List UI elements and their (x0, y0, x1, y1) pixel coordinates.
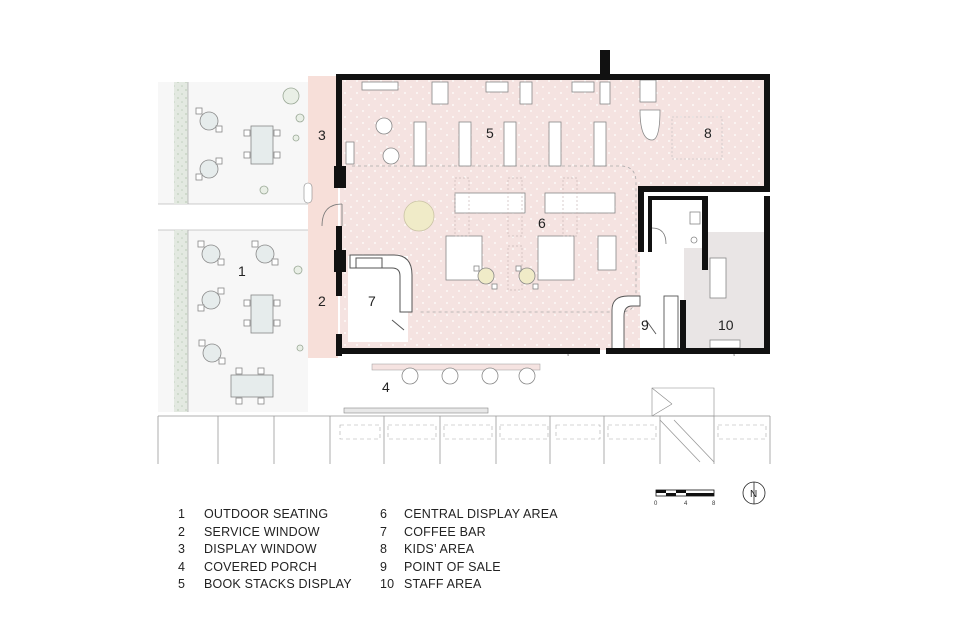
outdoor-seating-area (158, 82, 308, 412)
chair-icon (257, 397, 265, 405)
scale-tick-label: 4 (684, 501, 688, 507)
chair-icon (243, 299, 251, 307)
chair-icon (195, 107, 203, 115)
legend-number: 1 (178, 507, 186, 521)
covered-porch (340, 356, 770, 417)
legend-number: 2 (178, 524, 186, 539)
table-icon (199, 159, 219, 179)
scale-tick-label: 0 (654, 501, 658, 507)
outdoor-furniture (195, 87, 305, 405)
chair-icon (197, 240, 205, 248)
room-number: 9 (641, 317, 649, 333)
chair-icon (235, 367, 243, 375)
legend-item: 5 BOOK STACKS DISPLAY (178, 576, 352, 594)
table-icon (230, 374, 274, 398)
chair-icon (243, 151, 251, 159)
legend-item: 2 SERVICE WINDOW (178, 524, 352, 542)
chair-icon (273, 129, 281, 137)
legend-label: DISPLAY WINDOW (204, 542, 317, 557)
table-icon (201, 290, 221, 310)
legend-label: KIDS’ AREA (404, 542, 475, 557)
book-stacks (345, 81, 611, 167)
scale-tick-label: 8 (712, 501, 716, 507)
point-of-sale-counter (611, 295, 679, 351)
legend-number: 5 (178, 577, 186, 592)
legend-item: 9 POINT OF SALE (380, 559, 558, 577)
legend-item: 7 COFFEE BAR (380, 524, 558, 542)
chair-icon (243, 129, 251, 137)
legend-item: 10 STAFF AREA (380, 576, 558, 594)
chair-icon (273, 299, 281, 307)
legend-label: CENTRAL DISPLAY AREA (404, 507, 558, 521)
room-number: 2 (318, 293, 326, 309)
chair-icon (235, 397, 243, 405)
table-icon (250, 125, 274, 165)
staff-furniture (689, 211, 741, 349)
room-number: 7 (368, 293, 376, 309)
table-icon (255, 244, 275, 264)
table-icon (199, 111, 219, 131)
chair-icon (217, 287, 225, 295)
legend-number: 3 (178, 542, 186, 557)
chair-icon (215, 125, 223, 133)
legend-number: 9 (380, 559, 388, 574)
chair-icon (195, 173, 203, 181)
legend-item: 8 KIDS’ AREA (380, 541, 558, 559)
legend-label: COFFEE BAR (404, 524, 486, 539)
room-number: 5 (486, 125, 494, 141)
chair-icon (273, 319, 281, 327)
room-number: 6 (538, 215, 546, 231)
table-icon (201, 244, 221, 264)
legend-left: 1 OUTDOOR SEATING 2 SERVICE WINDOW 3 DISPLA… (178, 506, 352, 594)
legend-number: 10 (380, 577, 395, 592)
legend-right: 6 CENTRAL DISPLAY AREA 7 COFFEE BAR 8 KIDS’… (380, 506, 558, 594)
room-number: 1 (238, 263, 246, 279)
central-display-dashes (454, 177, 578, 291)
plant-icon (259, 87, 305, 352)
chair-icon (257, 367, 265, 375)
legend-number: 8 (380, 542, 388, 557)
chair-icon (198, 339, 206, 347)
legend-item: 3 DISPLAY WINDOW (178, 541, 352, 559)
cafe-tables (473, 265, 539, 290)
legend-label: BOOK STACKS DISPLAY (204, 577, 352, 592)
legend-label: POINT OF SALE (404, 559, 501, 574)
legend-item: 4 COVERED PORCH (178, 559, 352, 577)
chair-icon (217, 258, 225, 266)
chair-icon (243, 319, 251, 327)
table-icon (250, 294, 274, 334)
central-display-tables (403, 192, 617, 281)
legend-number: 6 (380, 507, 388, 521)
legend-number: 7 (380, 524, 388, 539)
legend-item: 1 OUTDOOR SEATING (178, 506, 352, 524)
north-arrow-icon (742, 481, 766, 505)
chair-icon (218, 357, 226, 365)
legend-label: STAFF AREA (404, 577, 482, 592)
coffee-bar-counter (349, 254, 413, 331)
chair-icon (215, 157, 223, 165)
scale-bar-icon (655, 489, 715, 497)
north-letter: N (750, 489, 757, 500)
chair-icon (271, 258, 279, 266)
kids-area (639, 79, 661, 141)
table-icon (202, 343, 222, 363)
chair-icon (251, 240, 259, 248)
lounge-chairs (375, 117, 400, 165)
legend-label: OUTDOOR SEATING (204, 507, 329, 521)
legend-label: SERVICE WINDOW (204, 524, 320, 539)
legend-number: 4 (178, 559, 186, 574)
walls (334, 50, 770, 356)
chair-icon (197, 304, 205, 312)
room-number: 4 (382, 379, 390, 395)
legend-item: 6 CENTRAL DISPLAY AREA (380, 506, 558, 524)
room-number: 8 (704, 125, 712, 141)
legend-label: COVERED PORCH (204, 559, 318, 574)
central-display-outline (352, 165, 637, 313)
room-number: 3 (318, 127, 326, 143)
curb (157, 415, 771, 464)
room-number: 10 (718, 317, 734, 333)
chair-icon (273, 151, 281, 159)
curb-dashes (339, 424, 767, 440)
